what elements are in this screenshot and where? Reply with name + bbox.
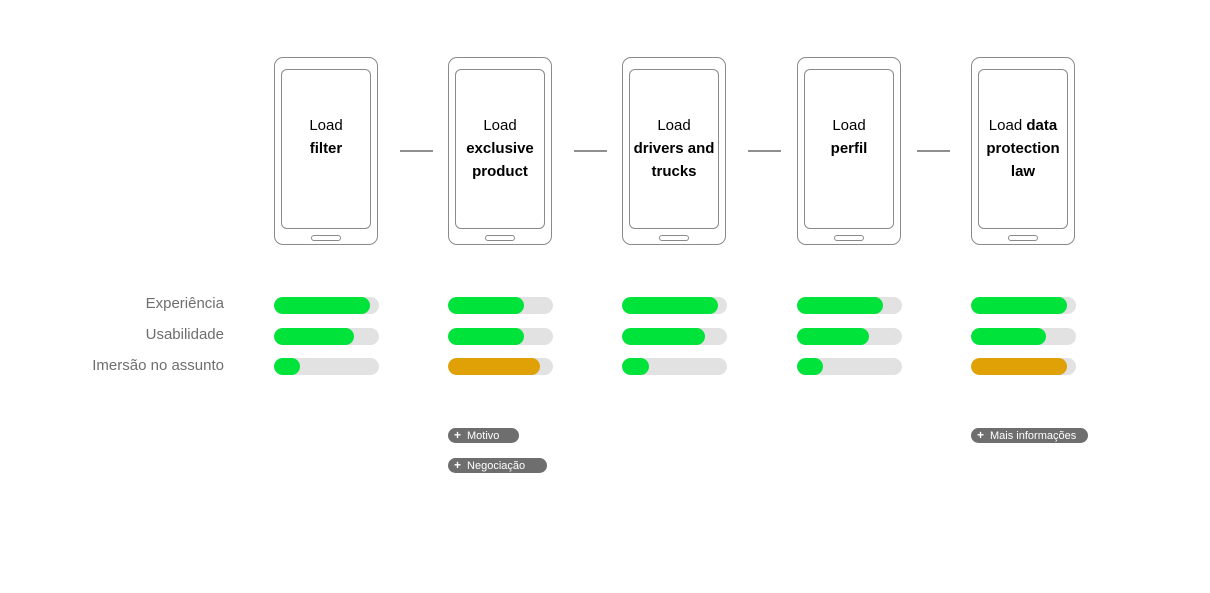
phone-display: Load drivers and trucks: [629, 69, 719, 229]
flow-connector: [400, 150, 433, 152]
score-bar-fill: [274, 328, 354, 345]
screen-title-lead: Load: [309, 117, 343, 134]
score-bar-fill: [274, 358, 301, 375]
score-bar: [971, 328, 1076, 345]
tag-label: Motivo: [467, 430, 500, 442]
screen-title: Load filter: [282, 114, 370, 160]
screen-title: Load perfil: [805, 114, 893, 160]
screen-title-line: Load data: [981, 114, 1065, 137]
screen-title-lead: Load: [483, 117, 517, 134]
score-bar: [797, 297, 902, 314]
plus-icon: +: [454, 458, 462, 472]
home-button-icon: [485, 235, 515, 241]
score-bar: [622, 328, 727, 345]
screen-title-detail: filter: [309, 140, 343, 157]
score-bar: [797, 358, 902, 375]
home-button-icon: [834, 235, 864, 241]
screen-title-detail: protection: [986, 140, 1060, 157]
phone-screen-2[interactable]: Load exclusive product: [448, 57, 552, 245]
home-button-icon: [1008, 235, 1038, 241]
phone-screen-1[interactable]: Load filter: [274, 57, 378, 245]
flow-connector: [748, 150, 781, 152]
screen-title-lead: Load: [657, 117, 691, 134]
score-bar: [448, 328, 553, 345]
home-button-icon: [659, 235, 689, 241]
screen-title-lead: Load: [988, 117, 1023, 134]
metric-label: Experiência: [145, 295, 224, 312]
score-bar: [448, 297, 553, 314]
score-bar: [971, 297, 1076, 314]
flow-connector: [574, 150, 607, 152]
score-bar-fill: [448, 297, 524, 314]
metric-label: Usabilidade: [145, 326, 224, 343]
tag-label: Negociação: [467, 460, 526, 472]
plus-icon: +: [454, 428, 462, 442]
screen-title-detail: perfil: [830, 140, 868, 157]
screen-title: Load data protection law: [979, 114, 1067, 183]
phone-screen-3[interactable]: Load drivers and trucks: [622, 57, 726, 245]
score-bar-fill: [448, 328, 524, 345]
plus-icon: +: [977, 428, 985, 442]
score-bar-fill: [622, 297, 718, 314]
tag-button[interactable]: + Mais informações: [971, 428, 1088, 443]
phone-display: Load perfil: [804, 69, 894, 229]
tag-label: Mais informações: [990, 430, 1077, 442]
screen-title: Load drivers and trucks: [630, 114, 718, 183]
score-bar: [797, 328, 902, 345]
flow-connector: [917, 150, 950, 152]
phone-screen-5[interactable]: Load data protection law: [971, 57, 1075, 245]
phone-display: Load exclusive product: [455, 69, 545, 229]
score-bar: [448, 358, 553, 375]
phone-screen-4[interactable]: Load perfil: [797, 57, 901, 245]
score-bar-fill: [622, 328, 705, 345]
score-bar-fill: [971, 358, 1067, 375]
score-bar-fill: [797, 297, 884, 314]
score-bar-fill: [797, 358, 824, 375]
tag-button[interactable]: + Motivo: [448, 428, 519, 443]
screen-title-detail: drivers and: [633, 140, 715, 157]
score-bar: [274, 328, 379, 345]
score-bar: [274, 358, 379, 375]
score-bar-fill: [622, 358, 650, 375]
score-bar-fill: [797, 328, 870, 345]
metric-label: Imersão no assunto: [92, 357, 224, 374]
screen-title-detail: data: [1026, 117, 1058, 134]
screen-title-detail: product: [472, 163, 528, 180]
screen-title-detail: exclusive: [466, 140, 534, 157]
score-bar-fill: [971, 328, 1046, 345]
tag-button[interactable]: + Negociação: [448, 458, 547, 473]
score-bar-fill: [274, 297, 370, 314]
screen-title: Load exclusive product: [456, 114, 544, 183]
score-bar: [622, 297, 727, 314]
screen-title-detail: trucks: [651, 163, 697, 180]
score-bar-fill: [971, 297, 1067, 314]
screen-title-detail: law: [1010, 163, 1036, 180]
score-bar: [274, 297, 379, 314]
home-button-icon: [311, 235, 341, 241]
score-bar: [971, 358, 1076, 375]
phone-display: Load data protection law: [978, 69, 1068, 229]
phone-display: Load filter: [281, 69, 371, 229]
score-bar-fill: [448, 358, 541, 375]
score-bar: [622, 358, 727, 375]
screen-title-lead: Load: [832, 117, 866, 134]
